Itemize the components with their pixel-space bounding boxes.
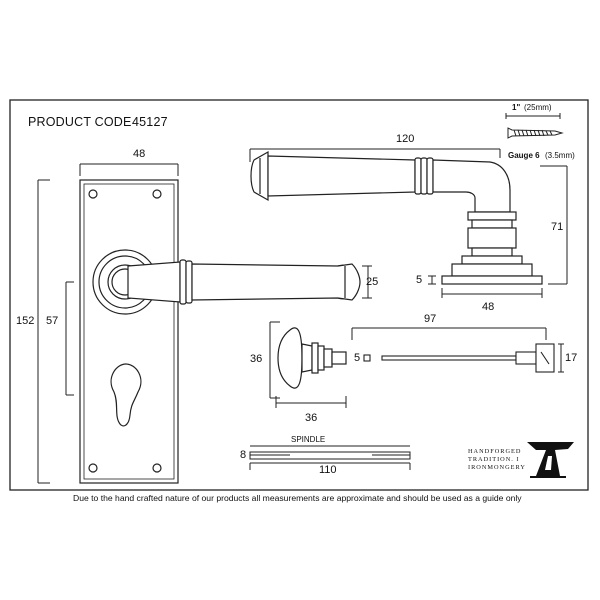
screw-gauge-mm: (3.5mm) <box>545 151 575 160</box>
spindle-thickness-dimension: 8 <box>240 449 247 461</box>
release-height-dimension: 17 <box>565 352 578 364</box>
product-code-label: PRODUCT CODE <box>28 115 132 129</box>
lever-side-dimension-lines <box>249 148 568 298</box>
turn-width-dimension: 36 <box>305 412 318 424</box>
lever-side-drawing <box>250 150 543 285</box>
screw-length-mm: (25mm) <box>524 103 552 112</box>
rose-thickness-dimension: 5 <box>416 274 423 286</box>
release-dimension-lines <box>351 327 564 373</box>
plate-height-dimension: 152 <box>16 315 35 327</box>
brand-line-1: HANDFORGED <box>468 448 522 455</box>
thumb-turn-drawing <box>277 327 347 389</box>
lever-front-drawing <box>127 259 361 305</box>
plate-width-dimension: 48 <box>133 148 146 160</box>
release-length-dimension: 97 <box>424 313 437 325</box>
disclaimer-text: Due to the hand crafted nature of our pr… <box>73 493 522 503</box>
release-spindle-drawing <box>363 343 555 373</box>
screw-length-label: 1" <box>512 103 521 112</box>
turn-height-dimension: 36 <box>250 353 263 365</box>
screw-drawing <box>505 113 564 139</box>
rose-width-dimension: 48 <box>482 301 495 313</box>
lever-height-dimension: 25 <box>366 276 379 288</box>
spindle-label: SPINDLE <box>291 435 326 444</box>
fixing-centres-dimension: 57 <box>46 315 59 327</box>
spindle-length-dimension: 110 <box>319 464 337 476</box>
screw-gauge-label: Gauge 6 <box>508 151 540 160</box>
anvil-logo <box>527 442 574 478</box>
lever-projection-dimension: 71 <box>551 221 564 233</box>
spindle-dimension-lines <box>249 445 411 470</box>
backplate-drawing <box>79 179 179 484</box>
drawing-frame <box>9 99 589 491</box>
turn-dimension-lines <box>269 321 347 408</box>
spindle-drawing <box>249 451 411 460</box>
spindle-gap-dimension: 5 <box>354 352 361 364</box>
lever-length-dimension: 120 <box>396 133 415 145</box>
brand-line-3: IRONMONGERY <box>468 464 526 471</box>
brand-line-2: TRADITION. I <box>468 456 520 463</box>
product-code-value: 45127 <box>132 115 168 129</box>
plate-dimension-lines <box>37 163 372 484</box>
